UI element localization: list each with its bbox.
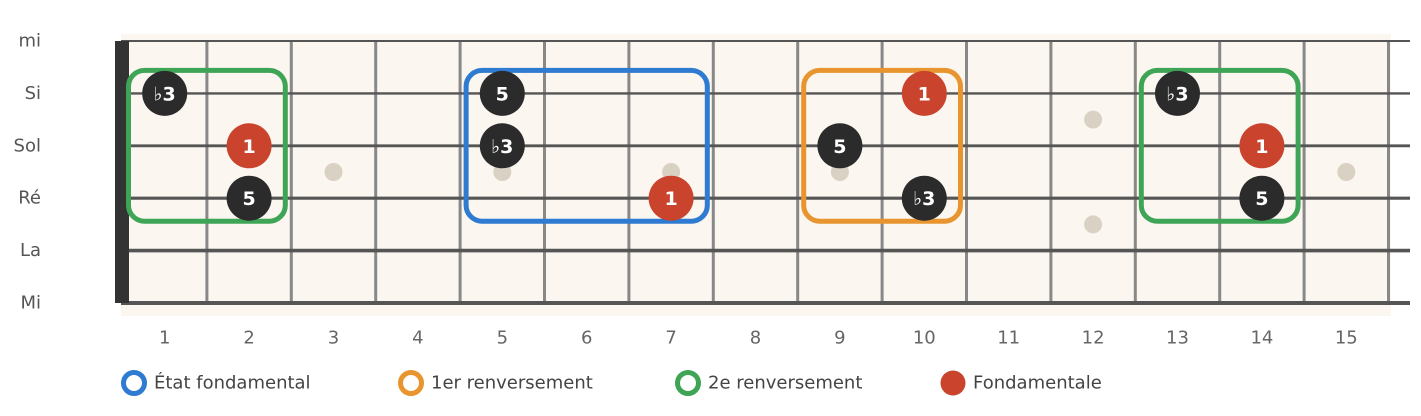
note-label: 1	[918, 83, 931, 105]
note-marker	[1239, 175, 1285, 221]
note-label: 5	[833, 136, 846, 158]
note-label: ♭3	[913, 188, 935, 210]
fret-number: 8	[750, 328, 761, 349]
string-label: mi	[18, 31, 41, 52]
chord-shape-box	[801, 67, 964, 224]
note-label: ♭3	[491, 136, 513, 158]
legend-label: 2e renversement	[708, 373, 862, 394]
legend-swatch-dot	[940, 370, 966, 396]
note-label: 5	[242, 188, 255, 210]
fret-inlay-dot	[1337, 163, 1356, 181]
legend-swatch-ring	[398, 370, 424, 396]
root-note-marker	[901, 70, 947, 116]
shape-layer	[126, 67, 1301, 224]
fret-number: 14	[1250, 328, 1273, 349]
legend-label: Fondamentale	[973, 373, 1102, 394]
fret-number: 4	[412, 328, 423, 349]
legend-label: État fondamental	[154, 372, 311, 394]
note-label: 1	[1255, 136, 1268, 158]
string-label: Mi	[20, 293, 41, 314]
fret-number: 5	[497, 328, 508, 349]
note-marker	[901, 175, 947, 221]
fret-number: 13	[1166, 328, 1189, 349]
string-label: Si	[25, 83, 41, 104]
fret-layer	[205, 41, 1390, 303]
note-layer: ♭3 1 5 5 ♭3 1 1 5 ♭3 ♭3 1 5	[142, 70, 1285, 221]
note-label: 5	[1255, 188, 1268, 210]
fret-number: 1	[159, 328, 170, 349]
chord-shape-box	[463, 67, 710, 224]
legend-swatch-ring	[675, 370, 701, 396]
fret-number: 6	[581, 328, 592, 349]
legend-label: 1er renversement	[431, 373, 593, 394]
fret-number: 12	[1082, 328, 1105, 349]
note-marker	[1155, 70, 1200, 116]
legend-swatch-ring	[121, 370, 147, 396]
fret-inlay-dot	[324, 163, 343, 181]
fret-number: 11	[997, 328, 1020, 349]
note-marker	[817, 123, 863, 169]
legend: État fondamental 1er renversement 2e renve…	[121, 370, 1102, 396]
string-label: Sol	[14, 135, 41, 156]
chord-shape-box	[126, 67, 288, 224]
note-label: 1	[664, 188, 677, 210]
root-note-marker	[226, 123, 272, 169]
fret-number: 10	[913, 328, 936, 349]
note-label: ♭3	[154, 83, 176, 105]
fret-inlay-dot	[1084, 215, 1103, 234]
nut	[115, 41, 129, 303]
fret-number: 3	[328, 328, 339, 349]
note-marker	[226, 175, 272, 221]
note-marker	[479, 70, 525, 116]
note-marker	[142, 70, 188, 116]
note-label: ♭3	[1166, 83, 1188, 105]
fret-number: 2	[243, 328, 254, 349]
string-label: La	[20, 240, 41, 261]
fret-number: 7	[665, 328, 676, 349]
root-note-marker	[648, 175, 694, 221]
string-layer	[121, 40, 1410, 305]
fret-inlay-dot	[1084, 110, 1103, 129]
fretboard-background	[121, 34, 1391, 316]
note-label: 5	[496, 83, 509, 105]
note-label: 1	[242, 136, 255, 158]
string-label: Ré	[18, 188, 41, 209]
note-marker	[479, 123, 525, 169]
fret-number: 9	[834, 328, 845, 349]
chord-shape-box	[1138, 67, 1301, 224]
fret-number: 15	[1335, 328, 1358, 349]
root-note-marker	[1239, 123, 1285, 169]
